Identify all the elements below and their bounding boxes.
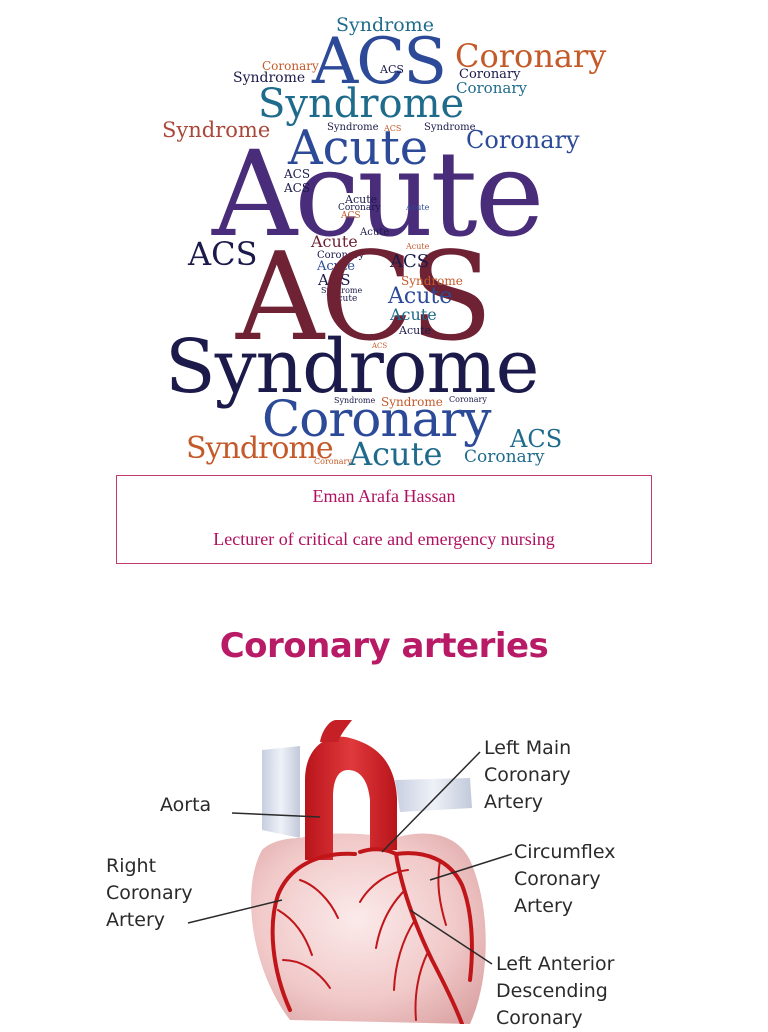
label-lad: Left Anterior Descending Coronary: [496, 953, 615, 1029]
cloud-word: Syndrome: [334, 396, 376, 405]
cloud-word: Acute: [388, 284, 453, 309]
cloud-word: ACS: [236, 226, 493, 368]
cloud-word: Syndrome: [327, 122, 379, 133]
rca-branch: [277, 909, 313, 956]
cloud-word: Coronary: [338, 203, 381, 213]
cloud-word: Acute: [399, 324, 432, 337]
pulmonary-vessel-shape: [395, 778, 472, 812]
cloud-word: ACS: [390, 251, 430, 272]
cloud-word: Coronary: [456, 79, 527, 97]
cloud-word: Coronary: [262, 390, 492, 448]
aortic-branch-shape: [320, 720, 352, 742]
cloud-word: ACS: [380, 63, 404, 76]
word-cloud: Syndrome Coronary Syndrome ACS ACS Coron…: [0, 0, 768, 475]
cloud-word: Acute: [406, 242, 430, 251]
cloud-word: Coronary: [449, 395, 487, 404]
cloud-word: Acute: [390, 305, 437, 324]
cloud-word: Acute: [311, 232, 358, 251]
cloud-word: Syndrome: [424, 122, 476, 133]
rca-branch: [282, 959, 331, 989]
cloud-word: Syndrome: [233, 70, 306, 86]
cloud-word: Acute: [331, 294, 358, 304]
cloud-word: ACS: [372, 342, 388, 350]
cloud-word: ACS: [318, 271, 351, 289]
cloud-word: Syndrome: [186, 431, 334, 466]
cloud-word: Syndrome: [258, 81, 465, 127]
lad-branch: [414, 951, 429, 1021]
cloud-word: ACS: [384, 124, 402, 133]
heart-illustration: [187, 720, 513, 1026]
cloud-word: Acute: [406, 203, 430, 212]
cloud-word: Coronary: [459, 67, 521, 82]
right-coronary-leader: [187, 899, 283, 924]
label-right-coronary: Right Coronary Artery: [106, 855, 193, 931]
aorta-shape: [305, 736, 397, 860]
cloud-word: ACS: [284, 181, 311, 195]
lad-branch: [375, 889, 406, 949]
circumflex-artery: [394, 851, 474, 982]
cloud-word: Coronary: [466, 126, 580, 154]
label-left-main: Left Main Coronary Artery: [484, 737, 572, 813]
rca-branch: [299, 879, 339, 919]
cloud-word: Acute: [317, 259, 355, 274]
circumflex-leader: [429, 853, 513, 881]
lad-leader: [409, 909, 493, 965]
cloud-word: Syndrome: [165, 324, 539, 410]
author-role: Lecturer of critical care and emergency …: [213, 529, 555, 549]
aorta-leader: [231, 812, 321, 818]
cloud-word: Syndrome: [381, 395, 443, 409]
cloud-word: ACS: [284, 167, 311, 181]
vena-cava-shape: [262, 746, 300, 838]
author-box: Eman Arafa Hassan Lecturer of critical c…: [116, 475, 652, 564]
cloud-word: Coronary: [464, 447, 545, 467]
lad-branch: [359, 869, 409, 903]
lad-branch: [393, 919, 416, 991]
cloud-word: Acute: [360, 227, 390, 238]
circumflex-branch: [437, 859, 447, 926]
left-main-artery: [358, 847, 398, 856]
author-name: Eman Arafa Hassan: [312, 486, 456, 506]
right-coronary-artery: [270, 851, 357, 1012]
cloud-word: Acute: [288, 120, 429, 176]
cloud-word: Syndrome: [336, 14, 434, 36]
label-aorta: Aorta: [160, 794, 212, 816]
cloud-word: ACS: [188, 235, 258, 273]
slide-title: Coronary arteries: [219, 626, 549, 666]
cloud-word: Acute: [349, 435, 443, 473]
cloud-word: ACS: [341, 211, 361, 221]
lad-artery: [394, 852, 464, 1026]
cloud-word: Syndrome: [401, 274, 463, 288]
cloud-word: Coronary: [314, 457, 352, 466]
cloud-word: Acute: [345, 193, 378, 206]
cloud-word: Syndrome: [321, 286, 363, 295]
cloud-word: ACS: [510, 425, 563, 453]
cloud-word: Coronary: [262, 59, 319, 73]
heart-body-shape: [251, 833, 486, 1024]
coronary-diagram: Aorta Left Main Coronary Artery Right Co…: [0, 720, 768, 1029]
cloud-word: Acute: [212, 125, 545, 263]
cloud-word: ACS: [312, 25, 447, 99]
label-circumflex: Circumflex Coronary Artery: [514, 841, 616, 917]
left-main-leader: [381, 751, 481, 853]
cloud-word: Coronary: [455, 37, 607, 75]
cloud-word: Syndrome: [162, 118, 271, 142]
cloud-word: Coronary: [317, 250, 365, 261]
